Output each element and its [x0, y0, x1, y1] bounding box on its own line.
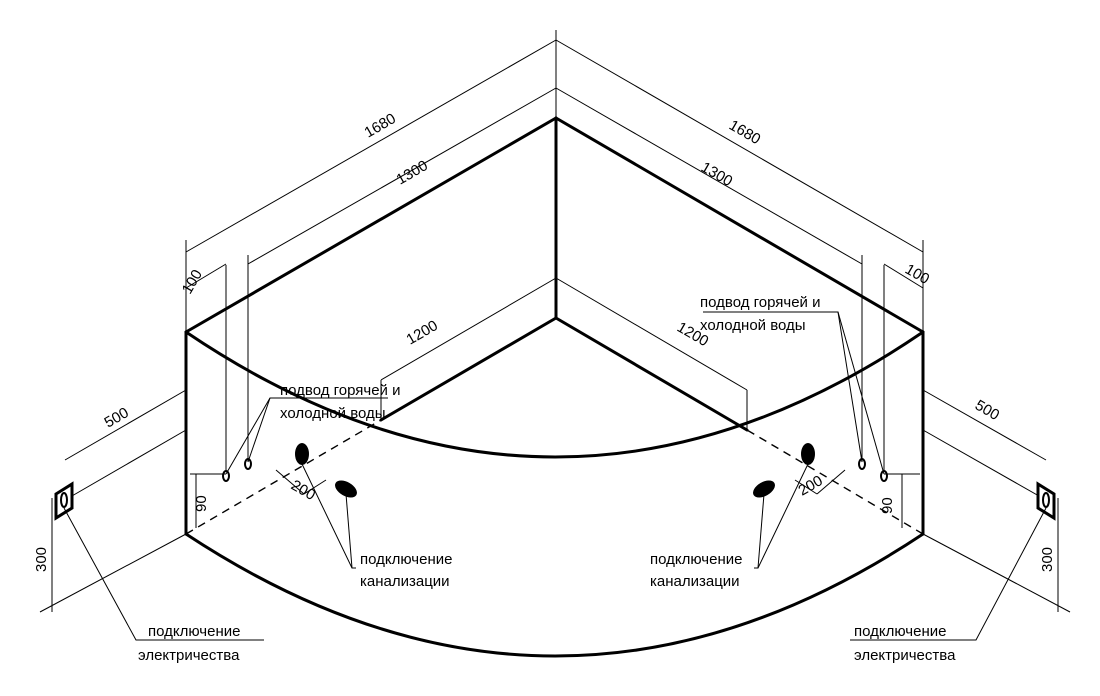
label-water-right-line1: подвод горячей и [700, 294, 820, 311]
dim-inner-right: 1300 [698, 159, 735, 190]
dim-offset-left: 100 [179, 267, 206, 297]
dim-water-height-left: 90 [193, 495, 210, 512]
electric-socket-left [54, 481, 74, 521]
label-water-left-line2: холодной воды [280, 405, 386, 422]
drains-left [295, 443, 357, 498]
drain-hole-floor-left [335, 480, 357, 498]
dim-height-right: 300 [1039, 547, 1056, 572]
drain-hole-wall-left [295, 443, 309, 465]
electric-socket-right [1036, 481, 1056, 521]
dim-outer-right: 1680 [726, 117, 763, 148]
label-water-right: подвод горячей и холодной воды [700, 294, 820, 334]
dim-outer-left: 1680 [362, 110, 399, 141]
dimension-texts-left: 1680 1300 100 1200 500 300 200 90 [33, 110, 441, 572]
water-inlet-cold-right [880, 470, 888, 482]
label-water-left-line1: подвод горячей и [280, 382, 400, 399]
dim-water-height-right: 90 [879, 497, 896, 514]
label-drain-left-line2: канализации [360, 573, 450, 590]
label-drain-right: подключение канализации [650, 551, 742, 590]
label-drain-left: подключение канализации [360, 551, 452, 590]
water-inlet-hot-left [222, 470, 230, 482]
leader-lines [63, 311, 1047, 641]
drain-hole-wall-right [801, 443, 815, 465]
label-electric-left-line1: подключение [148, 623, 240, 640]
label-electric-right-line1: подключение [854, 623, 946, 640]
dim-drain-left: 200 [288, 477, 318, 504]
label-drain-right-line1: подключение [650, 551, 742, 568]
dim-side-left: 500 [102, 404, 132, 431]
dim-height-left: 300 [33, 547, 50, 572]
dimension-lines-right [555, 39, 1071, 613]
label-drain-left-line1: подключение [360, 551, 452, 568]
water-inlet-cold-left [244, 458, 252, 470]
label-drain-right-line2: канализации [650, 573, 740, 590]
label-electric-right: подключение электричества [854, 623, 956, 664]
label-water-right-line2: холодной воды [700, 317, 806, 334]
dimension-texts-right: 1680 1300 100 1200 500 300 200 90 [674, 117, 1056, 572]
label-electric-right-line2: электричества [854, 647, 956, 664]
dim-depth-left: 1200 [404, 317, 441, 348]
label-electric-left-line2: электричества [138, 647, 240, 664]
label-electric-left: подключение электричества [138, 623, 240, 664]
water-inlets-left [222, 458, 252, 482]
dimension-lines-left [39, 30, 557, 613]
dim-offset-right: 100 [902, 261, 932, 288]
dim-inner-left: 1300 [394, 157, 431, 188]
drains-right [753, 443, 815, 498]
label-water-left: подвод горячей и холодной воды [280, 382, 400, 422]
drain-hole-floor-right [753, 480, 775, 498]
dim-drain-right: 200 [796, 472, 826, 499]
